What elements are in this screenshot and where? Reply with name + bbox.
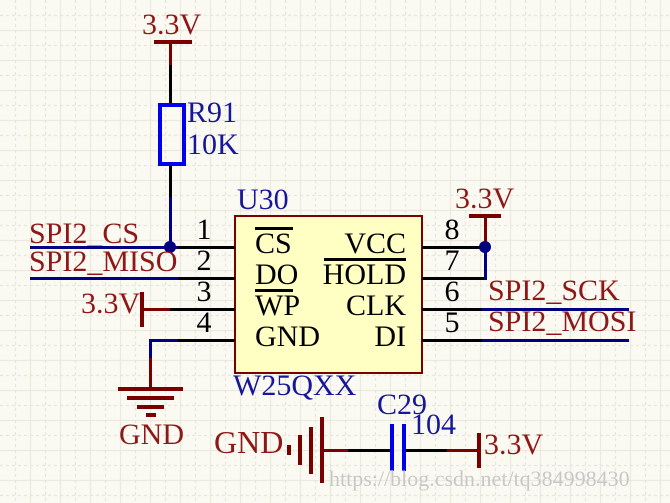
power-bar-icon-bottom	[477, 433, 481, 468]
resistor-designator: R91	[187, 96, 238, 129]
gnd-stem-bottom	[324, 449, 348, 452]
cap-right-pin	[406, 449, 447, 452]
capacitor-designator: C29	[377, 388, 428, 421]
gnd-bar2-icon	[127, 396, 174, 400]
wire-spi2-mosi	[482, 339, 629, 342]
net-label-spi2-cs: SPI2_CS	[29, 217, 140, 250]
cap-left-pin	[348, 449, 390, 452]
power-stem-right	[484, 216, 487, 247]
pin-name-di: DI	[374, 320, 406, 353]
gnd-bar4-icon	[146, 413, 156, 417]
pin-name-gnd: GND	[255, 320, 320, 353]
pin5-number: 5	[444, 306, 460, 339]
gnd-bar1-icon	[118, 387, 183, 391]
resistor-body	[158, 103, 186, 166]
power-stem-top	[169, 42, 172, 67]
overline-wp-icon	[255, 289, 293, 292]
pin-name-hold: HOLD	[322, 258, 406, 291]
wire-vcc-to-hold	[484, 247, 487, 280]
gnd-bar3-icon	[137, 405, 164, 409]
resistor-bottom-pin	[169, 166, 172, 197]
gnd-label-bottom: GND	[214, 424, 284, 460]
net-label-spi2-miso: SPI2_MISO	[29, 245, 178, 278]
power-label-3v3-bottom: 3.3V	[484, 428, 544, 461]
pin-name-vcc: VCC	[344, 227, 406, 260]
resistor-value: 10K	[187, 128, 239, 161]
overline-cs-icon	[255, 227, 293, 230]
pin3-number: 3	[196, 275, 212, 308]
gnd-rot-bar2-icon	[309, 427, 313, 474]
gnd-label-left: GND	[119, 418, 184, 451]
pin6-number: 6	[444, 275, 460, 308]
pin8-line	[422, 246, 485, 249]
power-stem-bottom	[447, 449, 478, 452]
power-stem-left	[144, 308, 172, 311]
pin-name-clk: CLK	[346, 289, 406, 322]
power-bar-icon-left	[140, 292, 144, 327]
pin2-number: 2	[196, 244, 212, 277]
pin4-line	[178, 339, 235, 342]
pin4-number: 4	[196, 306, 212, 339]
gnd-stem-left	[149, 358, 152, 389]
resistor-top-pin	[169, 65, 172, 104]
wire-spi2-sck	[482, 308, 629, 311]
pin2-line	[178, 277, 235, 280]
wire-spi2-cs	[30, 246, 178, 249]
ic-body	[234, 215, 423, 374]
ic-designator: U30	[237, 183, 289, 216]
pin6-line	[422, 308, 482, 311]
wire-pin4-horizontal	[149, 339, 178, 342]
wire-pin4-vertical	[149, 339, 152, 360]
power-bar-icon-top	[154, 40, 192, 44]
pin-name-wp: WP	[255, 289, 300, 322]
gnd-rot-bar1-icon	[320, 417, 324, 483]
power-label-3v3-left: 3.3V	[81, 287, 141, 320]
pin8-number: 8	[444, 213, 460, 246]
pin3-line	[170, 308, 235, 311]
ic-part-number: W25QXX	[233, 369, 357, 402]
watermark-text: https://blog.csdn.net/tq384998430	[329, 466, 630, 491]
gnd-rot-bar4-icon	[287, 445, 291, 455]
pin1-line	[178, 246, 235, 249]
pin-name-cs: CS	[255, 227, 292, 260]
wire-spi2-miso	[30, 277, 178, 280]
pin7-line	[422, 277, 485, 280]
junction-dot-cs	[164, 241, 176, 253]
gnd-rot-bar3-icon	[298, 435, 302, 465]
capacitor-value: 104	[411, 408, 456, 441]
wire-resistor-to-cs	[169, 197, 172, 249]
capacitor-plate-left	[390, 424, 394, 471]
pin5-line	[422, 339, 482, 342]
capacitor-plate-right	[402, 424, 406, 471]
pin1-number: 1	[196, 213, 212, 246]
overline-hold-icon	[324, 258, 406, 261]
pin-name-do: DO	[255, 258, 299, 291]
power-label-3v3-top: 3.3V	[142, 8, 202, 41]
power-label-3v3-right: 3.3V	[455, 182, 515, 215]
net-label-spi2-mosi: SPI2_MOSI	[488, 305, 637, 338]
pin7-number: 7	[444, 244, 460, 277]
net-label-spi2-sck: SPI2_SCK	[488, 274, 620, 307]
